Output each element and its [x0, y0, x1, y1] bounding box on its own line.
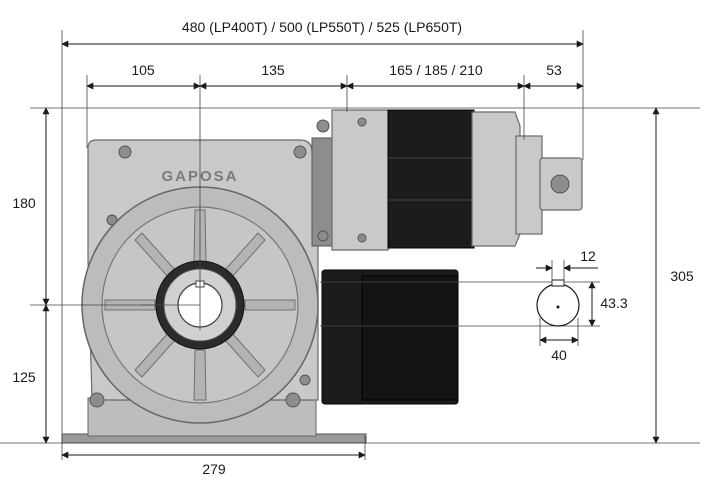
dim-bore-diameter: 40 — [551, 347, 567, 363]
dim-keyway-width: 12 — [580, 248, 596, 264]
housing-bolt-mr — [299, 374, 311, 386]
extension-lines — [0, 30, 700, 460]
brake-housing — [515, 135, 543, 235]
motor-stator — [387, 109, 475, 249]
gearmotor-illustration: GAPOSA — [61, 109, 583, 444]
housing-bolt-ml — [106, 214, 118, 226]
flange-bolt-bot — [317, 230, 329, 242]
dimension-lines — [42, 40, 660, 459]
control-box-lid — [361, 275, 459, 401]
housing-bolt-tr — [293, 145, 307, 159]
flange-bolt-top — [316, 119, 330, 133]
brake-bolt — [550, 174, 570, 194]
dim-shaft-left: 105 — [131, 62, 155, 78]
dim-brake-length: 53 — [546, 62, 562, 78]
dim-upper-height: 180 — [12, 195, 36, 211]
dimension-labels: 480 (LP400T) / 500 (LP550T) / 525 (LP650… — [12, 19, 694, 477]
brand-logo: GAPOSA — [161, 168, 238, 185]
keyway-slot — [551, 279, 565, 287]
endbell-bolt-1 — [357, 117, 367, 127]
motor-rear-endbell — [471, 111, 521, 247]
dim-keyway-depth: 43.3 — [600, 295, 627, 311]
dim-motor-length: 165 / 185 / 210 — [389, 62, 483, 78]
housing-bolt-br — [285, 392, 301, 408]
motor-endbell — [331, 109, 393, 251]
dim-shaft-to-motor: 135 — [261, 62, 285, 78]
housing-bolt-bl — [89, 392, 105, 408]
dim-total-height: 305 — [670, 268, 694, 284]
keyway-detail — [536, 260, 580, 346]
housing-bolt-tl — [118, 145, 132, 159]
dim-overall-width: 480 (LP400T) / 500 (LP550T) / 525 (LP650… — [182, 19, 462, 35]
dim-lower-height: 125 — [12, 369, 36, 385]
keyway-bore-circle — [536, 283, 580, 327]
endbell-bolt-2 — [357, 233, 367, 243]
dim-base-width: 279 — [202, 461, 226, 477]
